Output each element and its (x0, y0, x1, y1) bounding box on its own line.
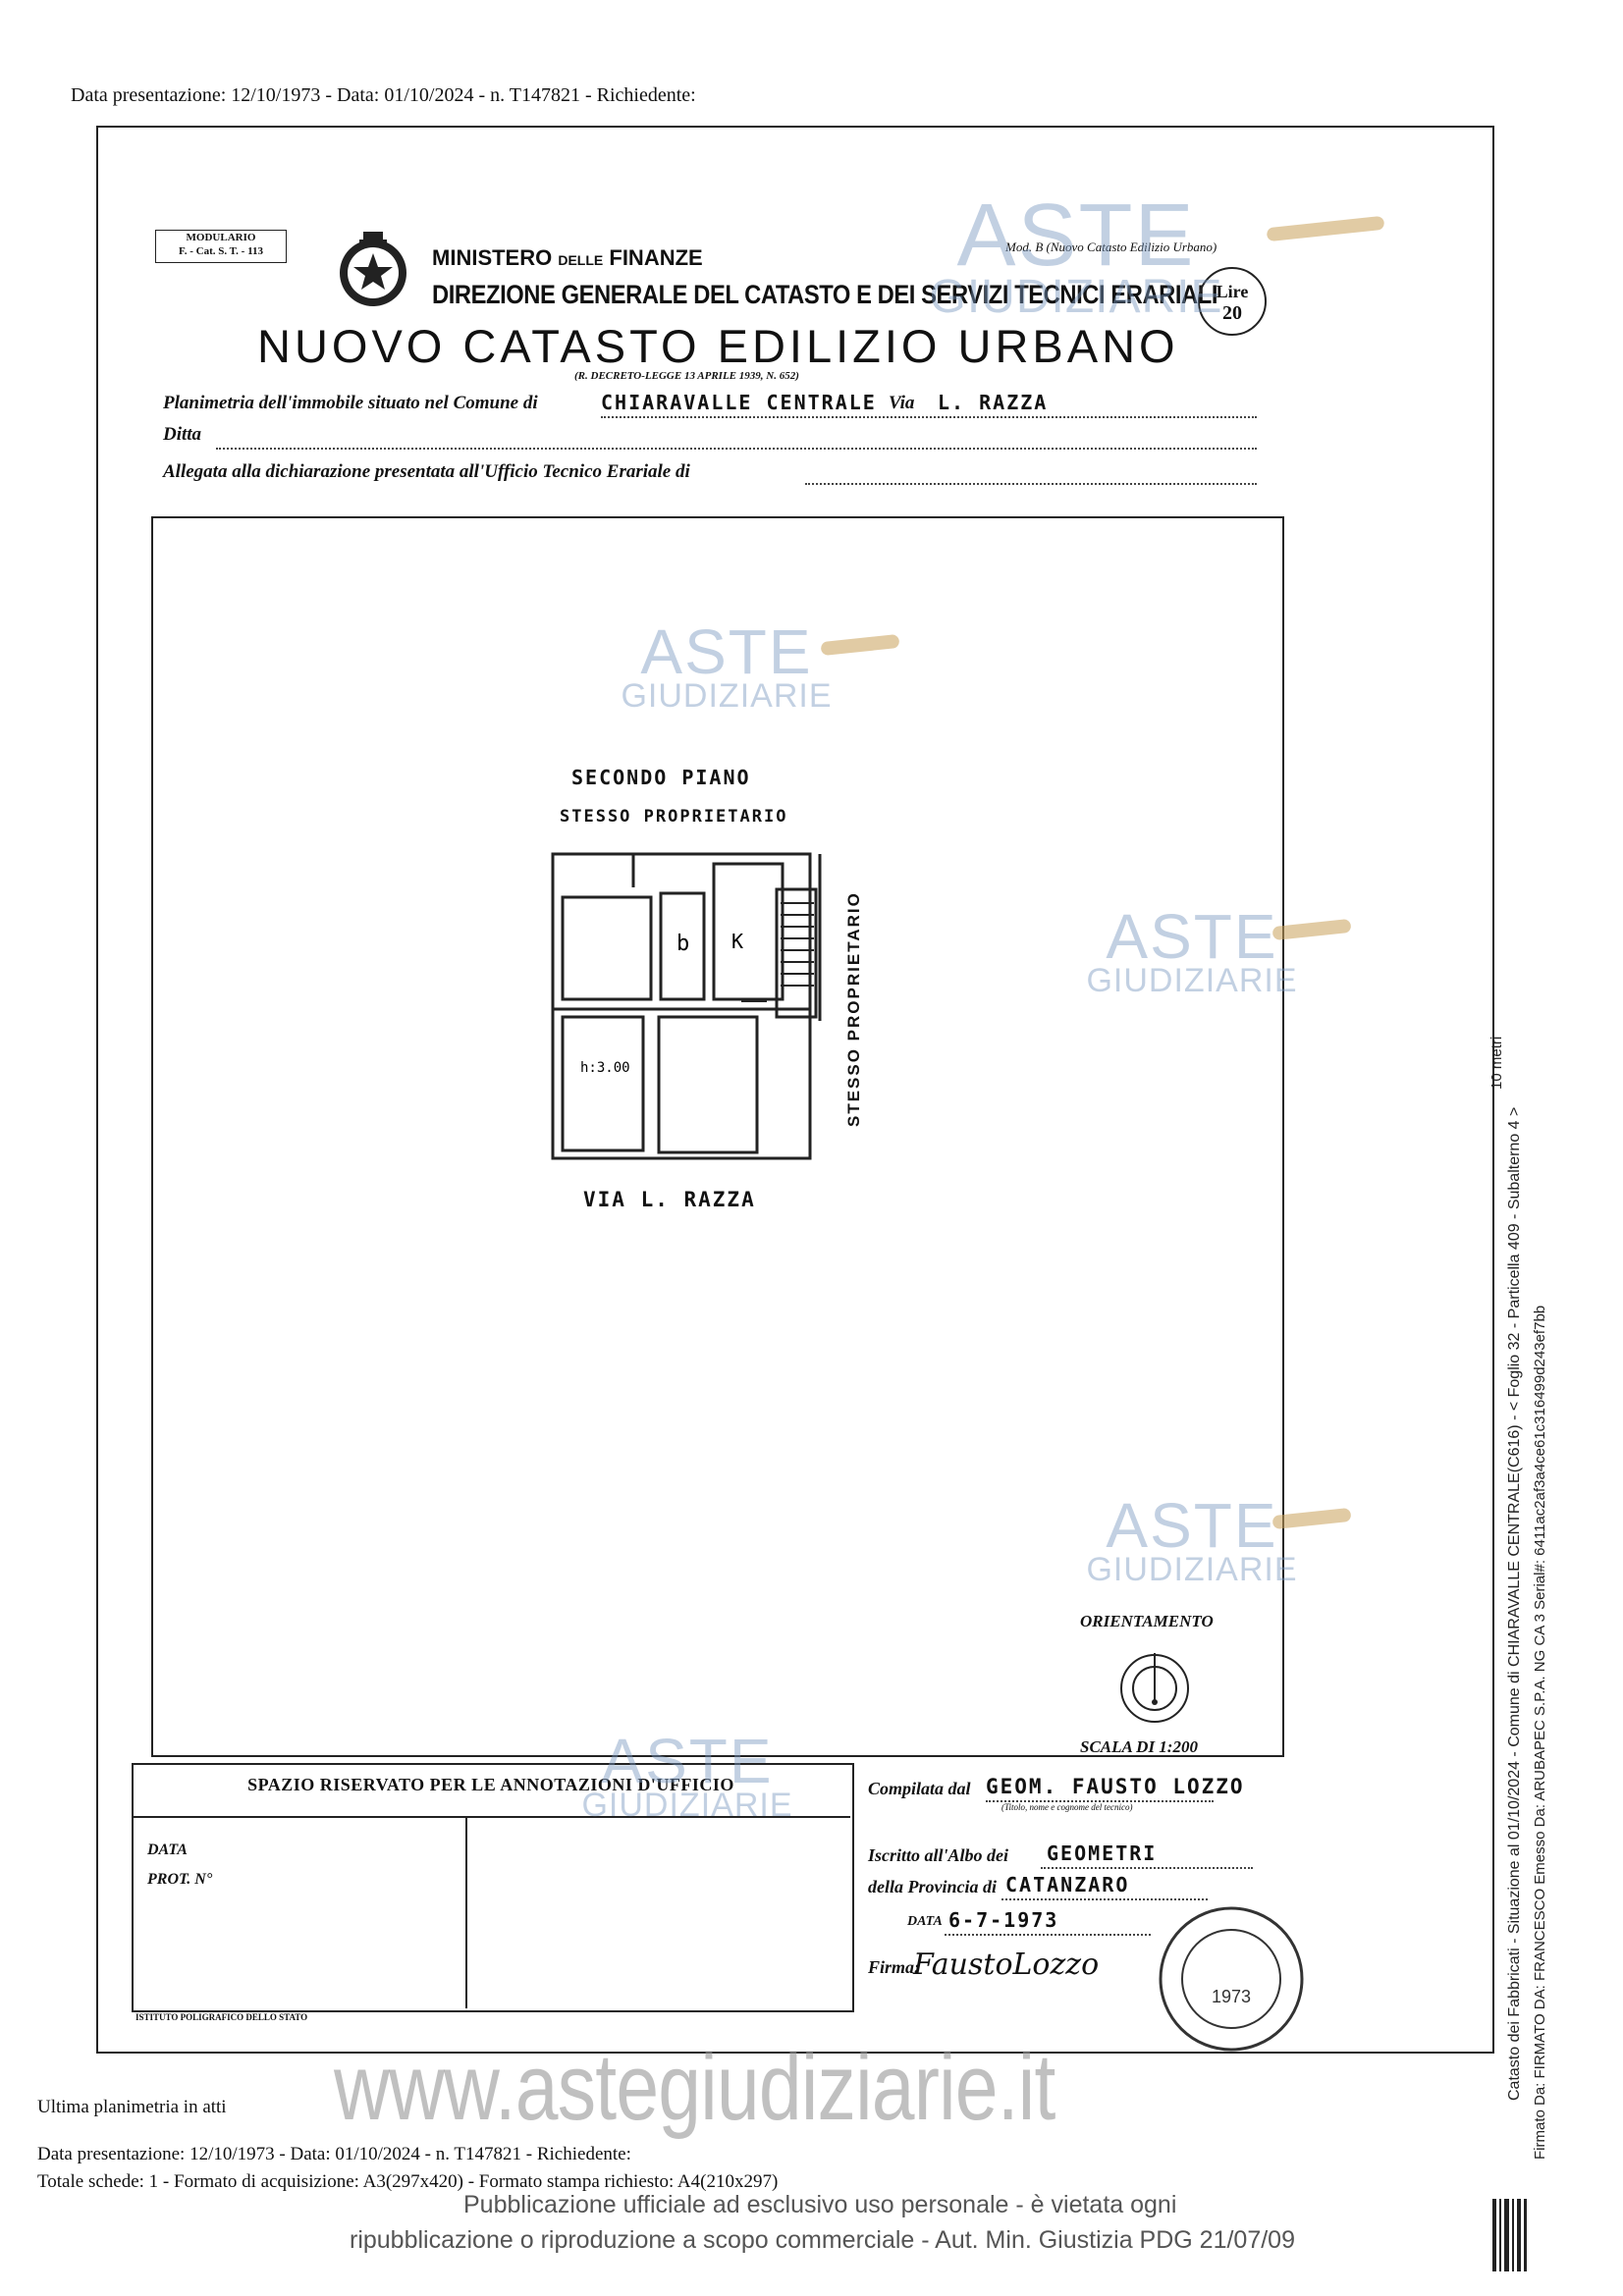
iscritto-label: Iscritto all'Albo dei (868, 1845, 1009, 1865)
ultima-planimetria: Ultima planimetria in atti (37, 2097, 227, 2117)
printer-credit: ISTITUTO POLIGRAFICO DELLO STATO (135, 2012, 308, 2022)
floor-plan-drawing: b K h:3.00 (551, 852, 822, 1160)
compilata-line (986, 1800, 1214, 1802)
watermark-giudiziarie-text: GIUDIZIARIE (929, 271, 1223, 323)
office-box-title: SPAZIO RISERVATO PER LE ANNOTAZIONI D'UF… (247, 1775, 734, 1794)
comune-field-line (601, 416, 1257, 418)
compilata-data-value: 6-7-1973 (948, 1908, 1059, 1932)
watermark-aste-text: ASTE (601, 1726, 774, 1796)
data-line (945, 1934, 1151, 1936)
room-b-label: b (676, 932, 689, 956)
street-label: VIA L. RAZZA (583, 1188, 756, 1211)
side-signature-info: Firmato Da: FIRMATO DA: FRANCESCO Emesso… (1532, 1305, 1548, 2160)
watermark-giudiziarie-text: GIUDIZIARIE (1086, 961, 1298, 999)
footer-presentation-line: Data presentazione: 12/10/1973 - Data: 0… (37, 2144, 631, 2164)
publication-notice-1: Pubblicazione ufficiale ad esclusivo uso… (463, 2191, 1177, 2218)
ministero-finanze: FINANZE (609, 245, 703, 270)
publication-notice-2: ripubblicazione o riproduzione a scopo c… (350, 2226, 1295, 2254)
comune-value: CHIARAVALLE CENTRALE (601, 391, 877, 414)
lire-value: 20 (1222, 302, 1242, 324)
ministero-title: MINISTERO DELLE FINANZE (432, 245, 703, 271)
provincia-value: CATANZARO (1005, 1873, 1130, 1896)
watermark-giudiziarie-text: GIUDIZIARIE (1086, 1550, 1298, 1588)
office-box-divider (132, 1816, 850, 1818)
compilata-value: GEOM. FAUSTO LOZZO (986, 1775, 1245, 1798)
stamp-year: 1973 (1212, 1987, 1251, 2006)
watermark-aste-text: ASTE (640, 616, 813, 687)
modulario-label: MODULARIO (186, 232, 256, 243)
lire-stamp: Lire 20 (1198, 267, 1267, 336)
header-presentation-line: Data presentazione: 12/10/1973 - Data: 0… (71, 84, 696, 106)
via-value: L. RAZZA (938, 391, 1049, 414)
planimetria-label: Planimetria dell'immobile situato nel Co… (163, 393, 538, 413)
via-label: Via (889, 393, 915, 413)
provincia-label: della Provincia di (868, 1877, 997, 1896)
aste-watermark-4: ASTE GIUDIZIARIE (1074, 1490, 1310, 1588)
nuovo-catasto-title: NUOVO CATASTO EDILIZIO URBANO (257, 320, 1179, 372)
modulario-code: F. - Cat. S. T. - 113 (179, 245, 263, 257)
modulario-box: MODULARIO F. - Cat. S. T. - 113 (155, 230, 287, 263)
office-data-label: DATA (147, 1842, 188, 1858)
allegata-label: Allegata alla dichiarazione presentata a… (163, 461, 690, 482)
iscritto-value: GEOMETRI (1047, 1842, 1158, 1865)
ditta-label: Ditta (163, 424, 202, 445)
scale-label: SCALA DI 1:200 (1080, 1737, 1198, 1756)
office-annotations-box (132, 1763, 854, 2012)
italian-emblem-icon (340, 232, 406, 306)
orientamento-label: ORIENTAMENTO (1080, 1612, 1214, 1630)
form-frame (96, 126, 1494, 2054)
watermark-aste-text: ASTE (956, 187, 1196, 285)
barcode-icon (1492, 2199, 1527, 2271)
office-box-column-divider (465, 1816, 467, 2008)
compilata-data-label: DATA (907, 1914, 943, 1929)
aste-watermark-5: ASTE GIUDIZIARIE (569, 1726, 805, 1824)
aste-watermark-1: ASTE GIUDIZIARIE (890, 187, 1263, 323)
ministero-delle: DELLE (558, 252, 604, 268)
compilata-label: Compilata dal (868, 1779, 971, 1798)
signature: FaustoLozzo (913, 1948, 1100, 1982)
watermark-aste-text: ASTE (1106, 901, 1278, 972)
watermark-giudiziarie-text: GIUDIZIARIE (581, 1786, 793, 1824)
direzione-title: DIREZIONE GENERALE DEL CATASTO E DEI SER… (432, 280, 1218, 309)
professional-seal-stamp: 1973 (1159, 1906, 1304, 2052)
floor-label: SECONDO PIANO (571, 766, 751, 789)
height-note: h:3.00 (580, 1060, 630, 1076)
firma-label: Firma: (868, 1957, 921, 1977)
provincia-line (1001, 1898, 1208, 1900)
compilata-note: (Titolo, nome e cognome del tecnico) (1001, 1802, 1133, 1812)
watermark-aste-text: ASTE (1106, 1490, 1278, 1561)
watermark-giudiziarie-text: GIUDIZIARIE (621, 676, 833, 715)
iscritto-line (1041, 1867, 1253, 1869)
compass-icon (1120, 1653, 1189, 1723)
ministero-word: MINISTERO (432, 245, 553, 270)
lire-label: Lire (1216, 282, 1249, 301)
decreto-reference: (R. DECRETO-LEGGE 13 APRILE 1939, N. 652… (574, 370, 799, 382)
mod-b-label: Mod. B (Nuovo Catasto Edilizio Urbano) (1005, 240, 1217, 254)
office-prot-label: PROT. N° (147, 1871, 213, 1888)
allegata-field-line (805, 483, 1257, 485)
top-neighbor-label: STESSO PROPRIETARIO (560, 807, 788, 827)
footer-schede-line: Totale schede: 1 - Formato di acquisizio… (37, 2171, 779, 2192)
plan-frame (151, 516, 1284, 1757)
site-watermark: www.astegiudiziarie.it (334, 2035, 1055, 2140)
room-k-label: K (731, 930, 743, 953)
aste-watermark-2: ASTE GIUDIZIARIE (609, 616, 844, 715)
side-scale-metri: 10 metri (1488, 1036, 1505, 1090)
aste-watermark-3: ASTE GIUDIZIARIE (1074, 901, 1310, 999)
side-catasto-info: Catasto dei Fabbricati - Situazione al 0… (1506, 1106, 1523, 2101)
ditta-field-line (216, 448, 1257, 450)
